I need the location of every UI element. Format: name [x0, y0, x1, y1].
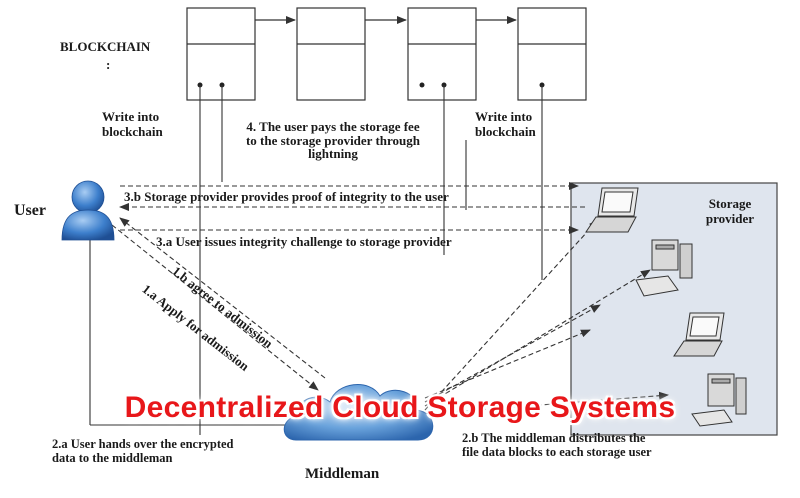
- solid-arrows: [89, 240, 297, 429]
- write-into-blockchain-left: Write into blockchain: [102, 109, 163, 139]
- step-4-label: 4. The user pays the storage fee to the …: [245, 119, 421, 162]
- laptop-icon-2: [673, 312, 725, 357]
- blockchain-colon: :: [106, 57, 111, 72]
- block-4: [517, 7, 587, 101]
- desktop-computer-icon: [635, 239, 693, 297]
- block-2: [296, 7, 366, 101]
- step-3a-label: 3.a User issues integrity challenge to s…: [156, 234, 452, 249]
- step-2b-label: 2.b The middleman distributes the file d…: [462, 431, 652, 459]
- blockchain-label: BLOCKCHAIN: [60, 39, 151, 54]
- vertical-lines: [199, 85, 543, 435]
- write-into-blockchain-right: Write into blockchain: [475, 109, 536, 139]
- blockchain-blocks: [186, 7, 587, 101]
- middleman-label: Middleman: [305, 466, 380, 482]
- laptop-icon-1: [585, 187, 639, 233]
- user-icon: [61, 180, 115, 241]
- middleman-cloud-icon: [283, 384, 434, 441]
- dashed-arrows: [111, 182, 669, 415]
- step-3b-label: 3.b Storage provider provides proof of i…: [124, 189, 449, 204]
- user-label: User: [14, 202, 46, 219]
- overlay-caption: Decentralized Cloud Storage Systems: [124, 391, 676, 424]
- tower-computer-icon: [691, 373, 747, 427]
- storage-provider-label: Storage provider: [705, 196, 755, 226]
- step-2a-label: 2.a User hands over the encrypted data t…: [52, 437, 234, 465]
